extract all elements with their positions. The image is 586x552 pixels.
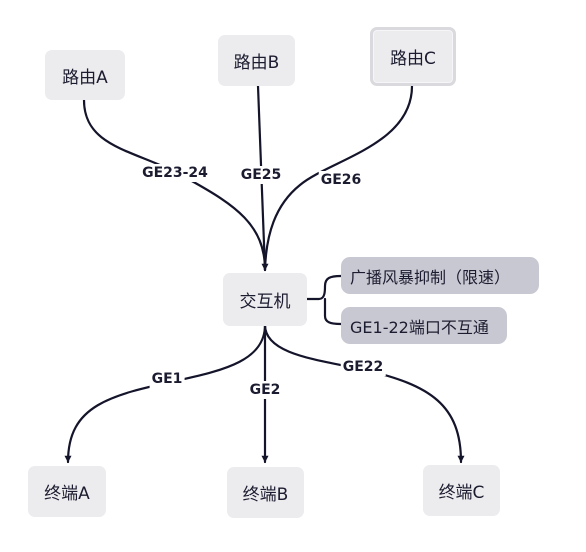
port-isolation-label: GE1-22端口不互通 (350, 317, 489, 337)
switch-label: 交互机 (239, 292, 291, 312)
note-bracket (305, 274, 343, 326)
edge-label-ge23-24: GE23-24 (140, 164, 210, 182)
broadcast-suppression-note[interactable]: 广播风暴抑制（限速） (341, 257, 539, 294)
edge-label-ge1: GE1 (149, 370, 185, 388)
terminal-a-label: 终端A (44, 484, 90, 504)
router-c-node[interactable]: 路由C (370, 27, 456, 86)
edge-router-c-to-switch (263, 84, 414, 272)
edge-label-ge2: GE2 (247, 381, 283, 399)
router-a-label: 路由A (62, 67, 108, 88)
terminal-b-node[interactable]: 终端B (227, 467, 304, 518)
terminal-a-node[interactable]: 终端A (28, 466, 106, 517)
switch-node[interactable]: 交互机 (223, 273, 307, 326)
port-isolation-note[interactable]: GE1-22端口不互通 (341, 307, 507, 344)
router-a-node[interactable]: 路由A (45, 50, 125, 100)
edge-switch-to-terminal-c (263, 323, 465, 464)
edge-router-a-to-switch (82, 98, 269, 272)
edge-label-ge22: GE22 (340, 358, 386, 376)
terminal-c-node[interactable]: 终端C (423, 465, 500, 516)
terminal-b-label: 终端B (242, 485, 289, 505)
edge-switch-to-terminal-a (64, 323, 267, 464)
router-b-label: 路由B (233, 53, 280, 73)
router-b-node[interactable]: 路由B (218, 35, 295, 86)
edge-label-ge25: GE25 (238, 166, 284, 184)
broadcast-suppression-label: 广播风暴抑制（限速） (350, 267, 511, 287)
router-c-label: 路由C (390, 49, 436, 69)
edge-label-ge26: GE26 (318, 171, 364, 189)
terminal-c-label: 终端C (438, 483, 485, 503)
